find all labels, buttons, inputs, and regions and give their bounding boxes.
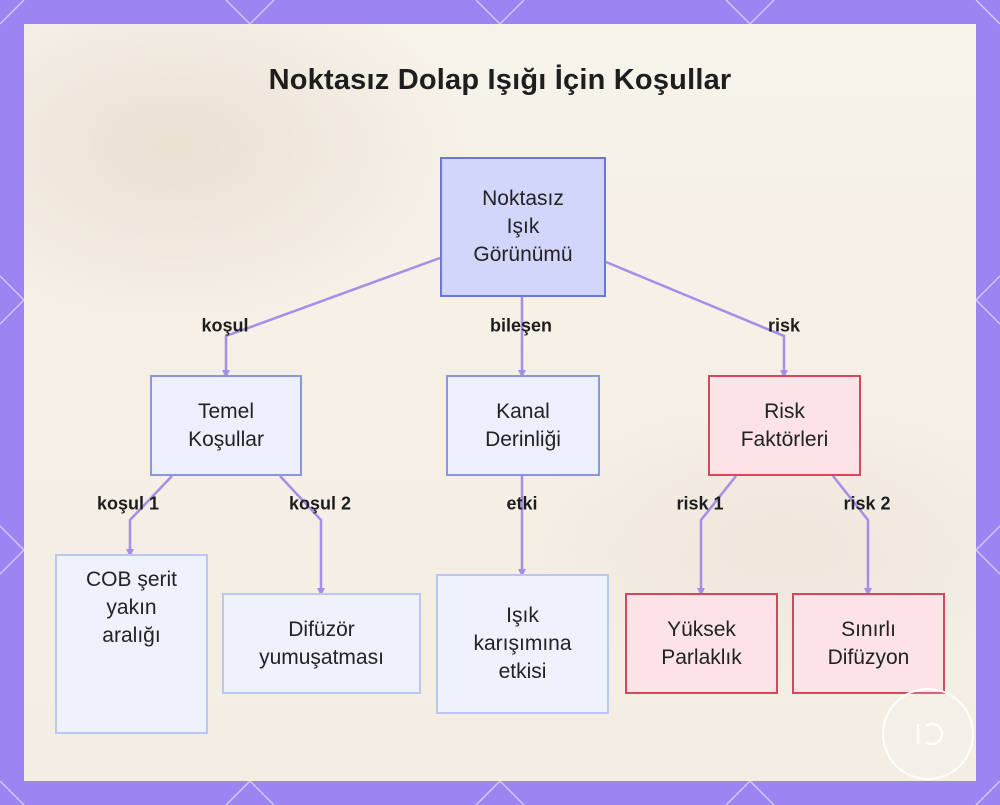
- node-label: Temel Koşullar: [188, 398, 264, 454]
- edge-temel-cob: [130, 476, 172, 553]
- edge-label-kosul: koşul: [201, 316, 248, 337]
- node-isik-karisimina-etkisi: Işık karışımına etkisi: [436, 574, 609, 714]
- edge-label-kosul-1: koşul 1: [97, 494, 159, 515]
- node-label: COB şerit yakın aralığı: [86, 566, 177, 650]
- watermark-logo: [882, 688, 974, 780]
- node-label: Difüzör yumuşatması: [259, 616, 384, 672]
- node-risk-faktorleri: Risk Faktörleri: [708, 375, 861, 476]
- node-cob-serit: COB şerit yakın aralığı: [55, 554, 208, 734]
- node-kanal-derinligi: Kanal Derinliği: [446, 375, 600, 476]
- node-label: Noktasız Işık Görünümü: [473, 185, 572, 269]
- edge-root-risk: [606, 262, 784, 374]
- logo-mark-icon: [908, 714, 948, 754]
- edge-label-bilesen: bileşen: [490, 316, 552, 337]
- node-temel-kosullar: Temel Koşullar: [150, 375, 302, 476]
- node-sinirli-difuzyon: Sınırlı Difüzyon: [792, 593, 945, 694]
- node-label: Yüksek Parlaklık: [661, 616, 742, 672]
- edge-root-temel: [226, 258, 440, 374]
- edge-label-risk-1: risk 1: [676, 494, 723, 515]
- node-label: Işık karışımına etkisi: [473, 602, 571, 686]
- node-noktasiz-isik-gorunumu: Noktasız Işık Görünümü: [440, 157, 606, 297]
- node-yuksek-parlaklik: Yüksek Parlaklık: [625, 593, 778, 694]
- node-label: Sınırlı Difüzyon: [828, 616, 910, 672]
- edge-label-risk: risk: [768, 316, 800, 337]
- edge-label-kosul-2: koşul 2: [289, 494, 351, 515]
- edge-label-risk-2: risk 2: [843, 494, 890, 515]
- edge-label-etki: etki: [506, 494, 537, 515]
- node-label: Risk Faktörleri: [741, 398, 829, 454]
- node-difuzor-yumusatmasi: Difüzör yumuşatması: [222, 593, 421, 694]
- node-label: Kanal Derinliği: [485, 398, 561, 454]
